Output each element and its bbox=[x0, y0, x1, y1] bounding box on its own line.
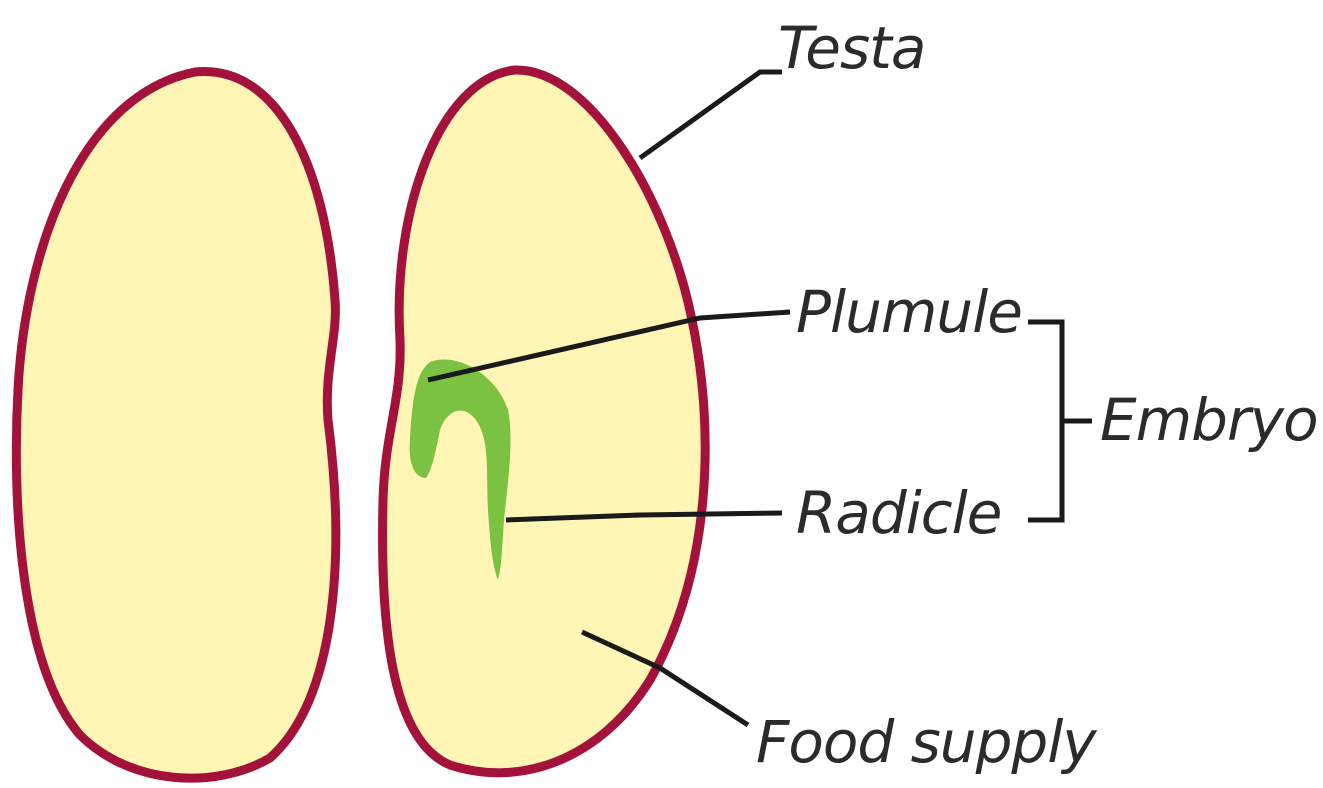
food-supply-label: Food supply bbox=[756, 708, 1097, 776]
testa-label: Testa bbox=[778, 14, 925, 82]
radicle-label: Radicle bbox=[796, 479, 1001, 547]
left-cotyledon bbox=[16, 72, 335, 779]
embryo-label: Embryo bbox=[1100, 386, 1318, 454]
plumule-label: Plumule bbox=[796, 278, 1022, 346]
embryo-bracket bbox=[1028, 322, 1062, 520]
testa-leader-line bbox=[640, 72, 782, 158]
